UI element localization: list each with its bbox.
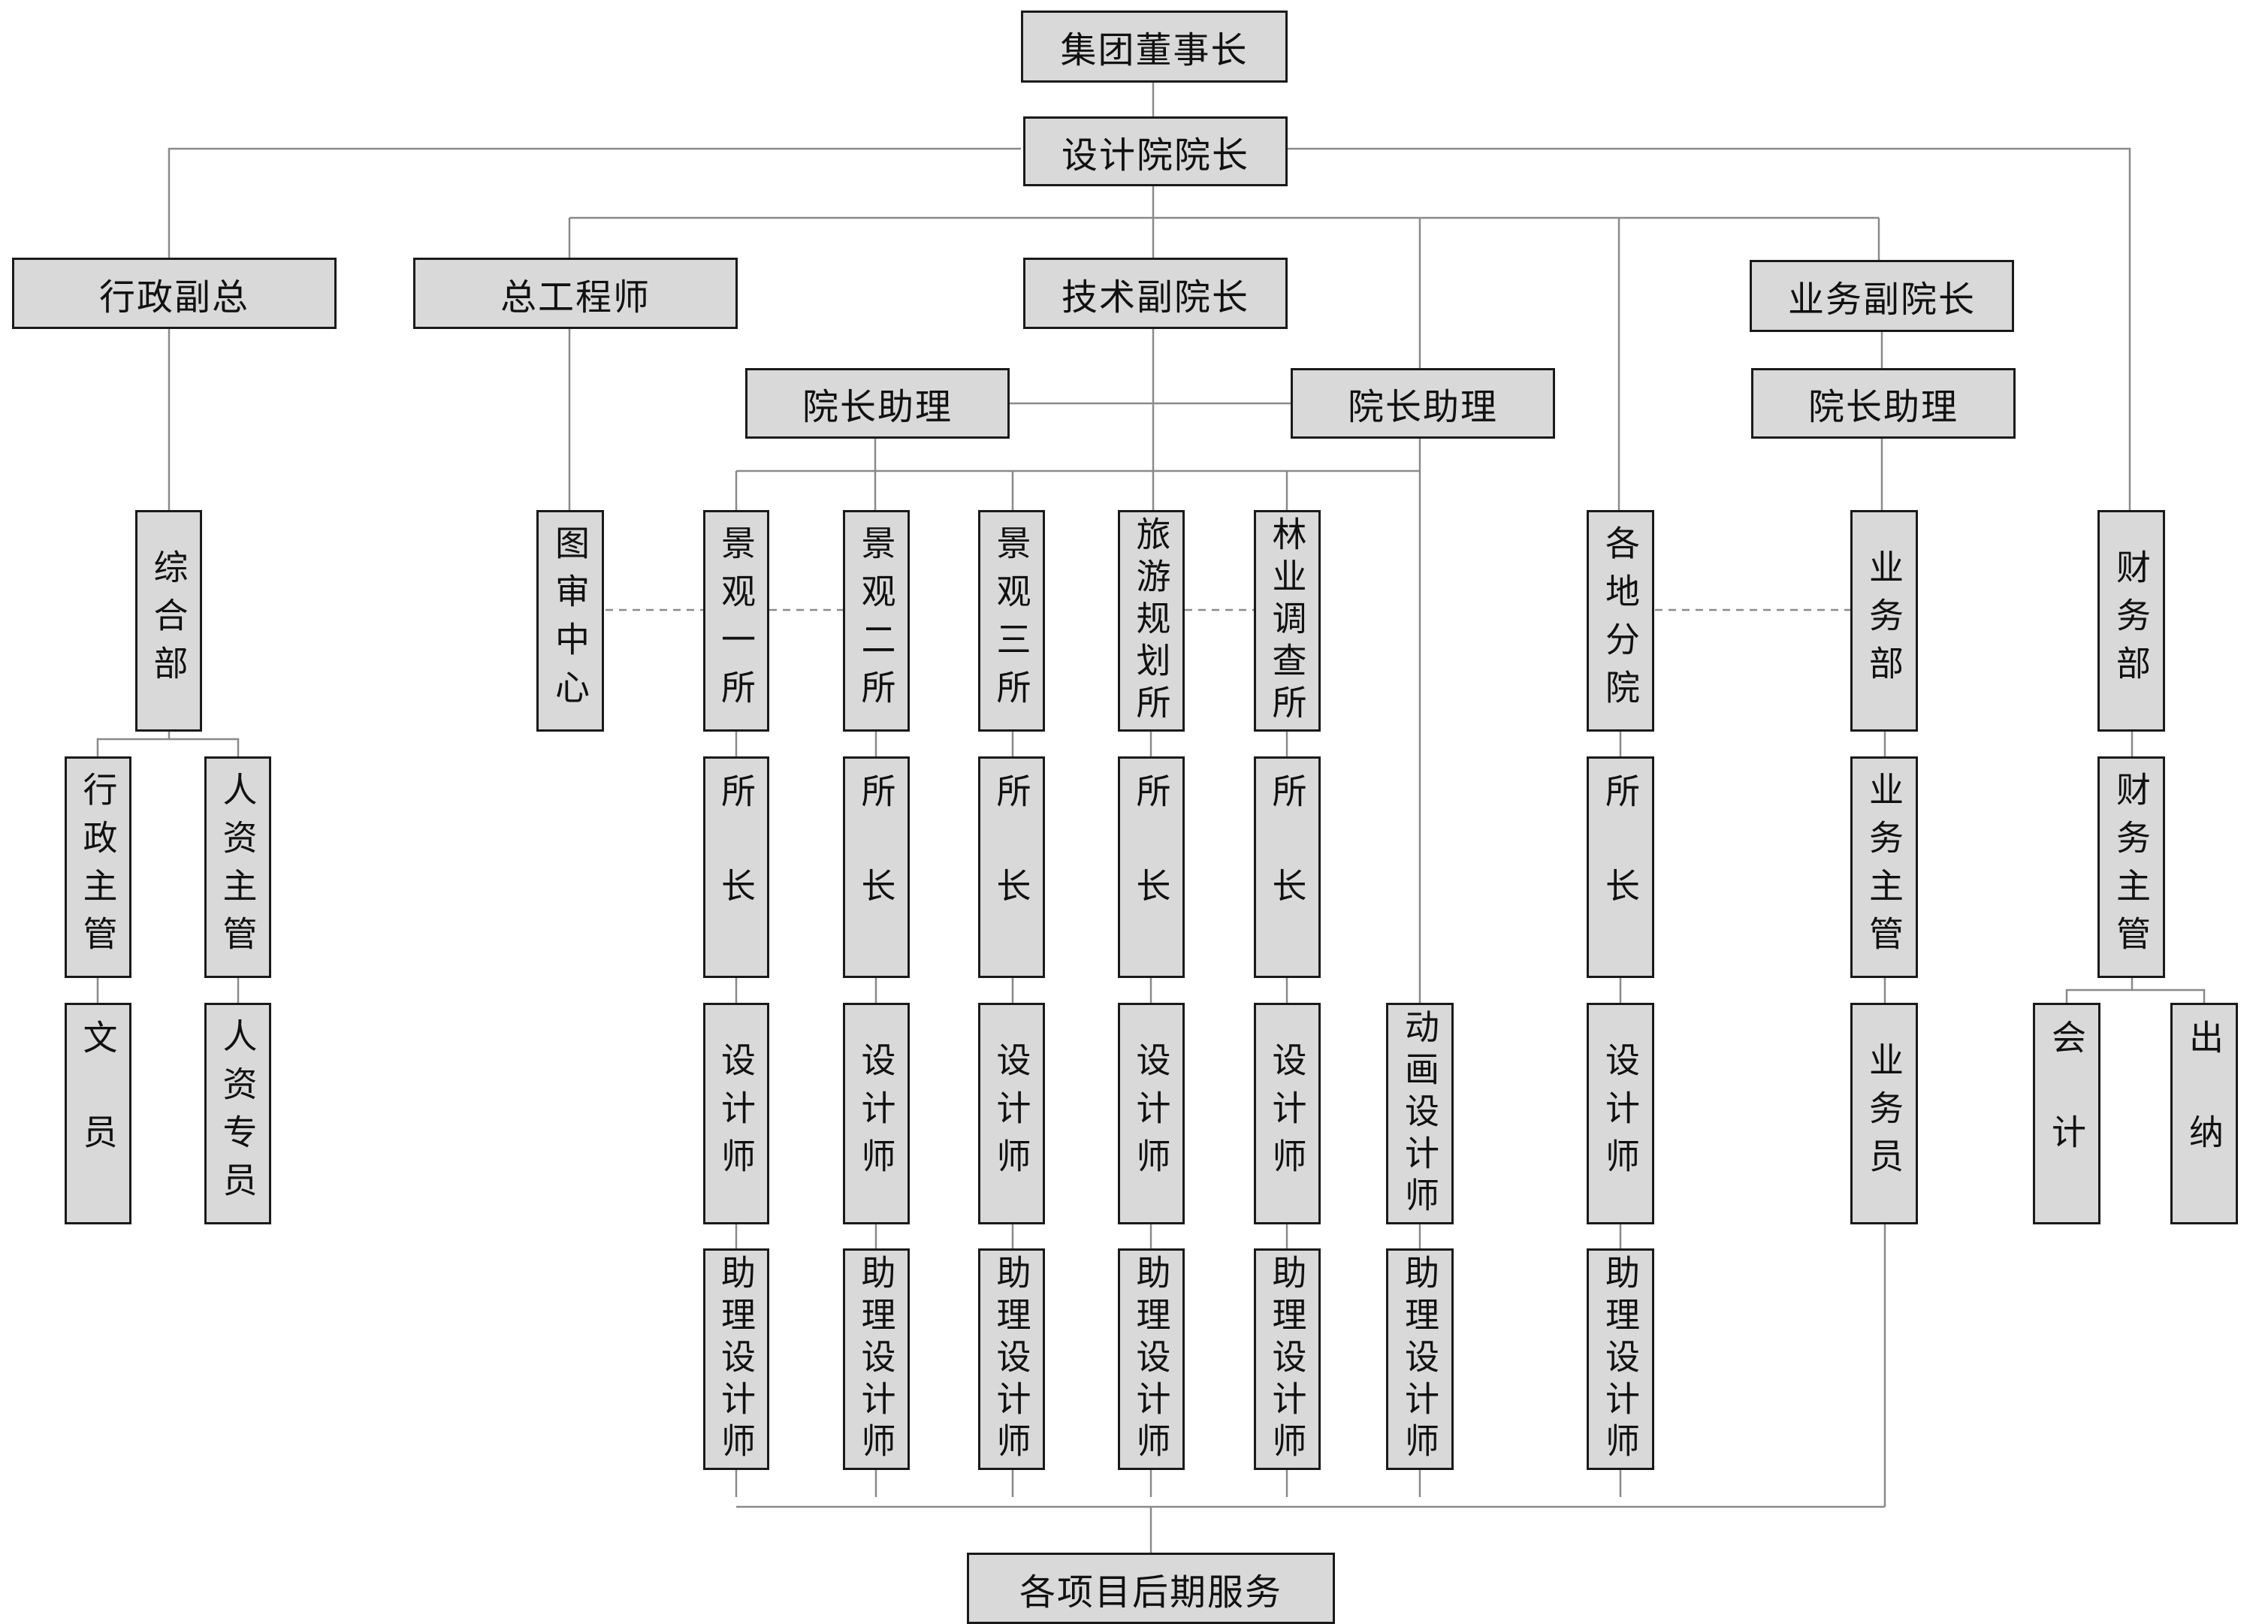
director-3-node: 所长	[978, 756, 1045, 978]
designer-3-node: 设计师	[978, 1003, 1045, 1224]
vp-tech-node: 技术副院长	[1023, 258, 1288, 329]
designer-6-node: 设计师	[1587, 1003, 1654, 1224]
finance-supervisor-node: 财务主管	[2097, 756, 2165, 978]
review-center-node: 图审中心	[536, 510, 604, 732]
assistant-designer-7-node: 助理设计师	[1587, 1248, 1654, 1470]
director-6-node: 所长	[1587, 756, 1654, 978]
chairman-node: 集团董事长	[1021, 11, 1288, 83]
landscape-3-node: 景观三所	[978, 510, 1045, 732]
hr-specialist-node: 人资专员	[204, 1003, 271, 1224]
cashier-node: 出纳	[2170, 1003, 2238, 1224]
after-service-node: 各项目后期服务	[967, 1553, 1335, 1624]
assistant-right-node: 院长助理	[1751, 368, 2016, 439]
director-1-node: 所长	[703, 756, 769, 978]
assistant-designer-4-node: 助理设计师	[1118, 1248, 1185, 1470]
animation-designer-node: 动画设计师	[1386, 1003, 1454, 1224]
salesperson-node: 业务员	[1850, 1003, 1918, 1224]
vp-admin-node: 行政副总	[12, 258, 337, 329]
tourism-planning-node: 旅游规划所	[1118, 510, 1185, 732]
hr-supervisor-node: 人资主管	[204, 756, 271, 978]
assistant-designer-3-node: 助理设计师	[978, 1248, 1045, 1470]
assistant-designer-6-node: 助理设计师	[1386, 1248, 1454, 1470]
director-5-node: 所长	[1254, 756, 1321, 978]
designer-4-node: 设计师	[1118, 1003, 1185, 1224]
president-node: 设计院院长	[1023, 116, 1288, 186]
admin-supervisor-node: 行政主管	[65, 756, 131, 978]
landscape-2-node: 景观二所	[843, 510, 910, 732]
designer-2-node: 设计师	[843, 1003, 910, 1224]
assistant-designer-2-node: 助理设计师	[843, 1248, 910, 1470]
assistant-designer-5-node: 助理设计师	[1254, 1248, 1321, 1470]
director-4-node: 所长	[1118, 756, 1185, 978]
assistant-left-node: 院长助理	[745, 368, 1010, 439]
finance-dept-node: 财务部	[2097, 510, 2165, 732]
landscape-1-node: 景观一所	[703, 510, 769, 732]
assistant-designer-1-node: 助理设计师	[703, 1248, 769, 1470]
general-dept-node: 综合部	[135, 510, 202, 732]
designer-5-node: 设计师	[1254, 1003, 1321, 1224]
clerk-node: 文员	[65, 1003, 131, 1224]
chief-engineer-node: 总工程师	[413, 258, 738, 329]
branches-node: 各地分院	[1587, 510, 1654, 732]
designer-1-node: 设计师	[703, 1003, 769, 1224]
director-2-node: 所长	[843, 756, 910, 978]
assistant-mid-node: 院长助理	[1291, 368, 1555, 439]
business-dept-node: 业务部	[1850, 510, 1918, 732]
forestry-survey-node: 林业调查所	[1254, 510, 1321, 732]
business-supervisor-node: 业务主管	[1850, 756, 1918, 978]
accountant-node: 会计	[2033, 1003, 2100, 1224]
vp-business-node: 业务副院长	[1750, 260, 2014, 332]
